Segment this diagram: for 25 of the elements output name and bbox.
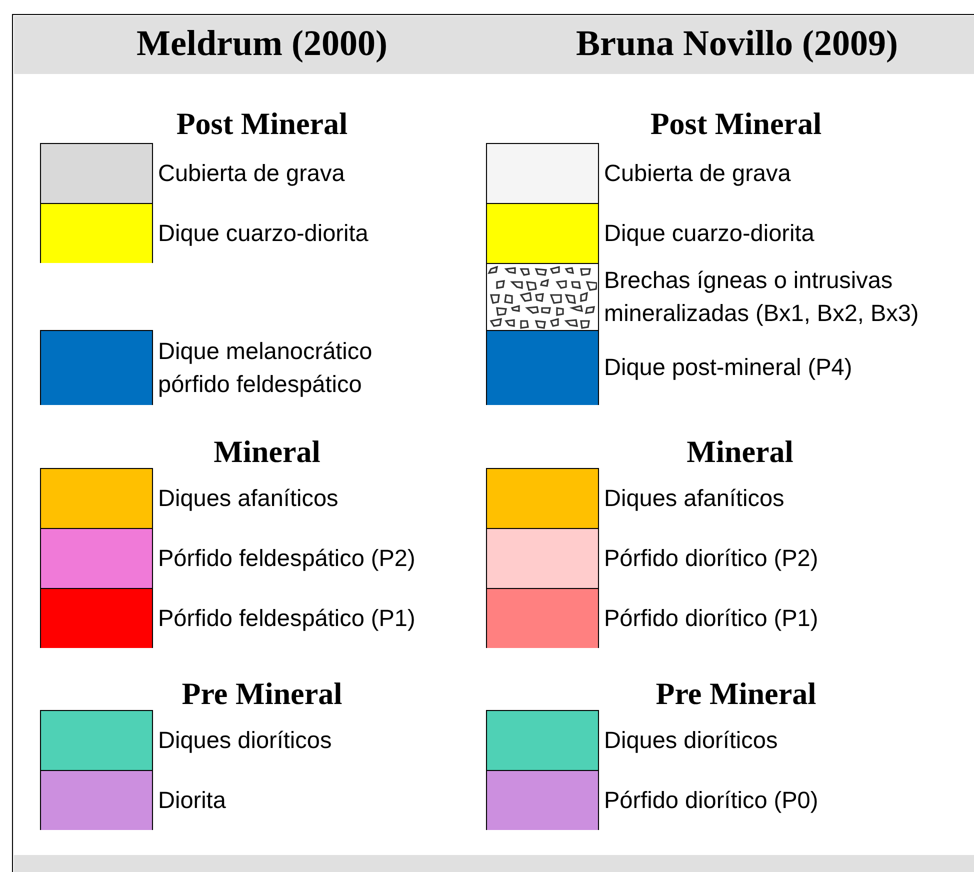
legend-label: Dique cuarzo-diorita	[158, 218, 368, 248]
section-heading: Pre Mineral	[182, 676, 342, 711]
column-heading: Meldrum (2000)	[136, 23, 388, 63]
column-heading: Bruna Novillo (2009)	[576, 23, 898, 63]
legend-label: Diorita	[158, 786, 226, 814]
legend-label: Pórfido feldespático (P2)	[158, 544, 416, 573]
section-heading: Mineral	[214, 434, 320, 469]
section-heading: Post Mineral	[176, 106, 348, 141]
legend-label: Pórfido diorítico (P2)	[604, 544, 818, 573]
legend-label: Dique cuarzo-diorita	[604, 218, 814, 248]
legend-label: Cubierta de grava	[604, 158, 791, 188]
legend-label: Brechas ígneas o intrusivas mineralizadas (Bx1, Bx2, Bx3)	[604, 266, 920, 328]
legend-label: Diques afaníticos	[158, 484, 338, 513]
section-heading: Mineral	[686, 434, 794, 469]
legend-label: Cubierta de grava	[158, 158, 345, 188]
legend-label: Diques dioríticos	[604, 726, 778, 755]
legend-label: Diques afaníticos	[604, 484, 784, 513]
legend-label: Pórfido diorítico (P1)	[604, 604, 818, 633]
section-heading: Pre Mineral	[656, 676, 816, 711]
legend-label: Pórfido feldespático (P1)	[158, 604, 416, 633]
legend-label: Diques dioríticos	[158, 726, 332, 755]
legend-label: Dique melanocrático pórfido feldespático	[158, 336, 374, 399]
legend-label: Pórfido diorítico (P0)	[604, 786, 818, 815]
section-heading: Post Mineral	[650, 106, 822, 141]
legend-label: Dique post-mineral (P4)	[604, 353, 852, 382]
